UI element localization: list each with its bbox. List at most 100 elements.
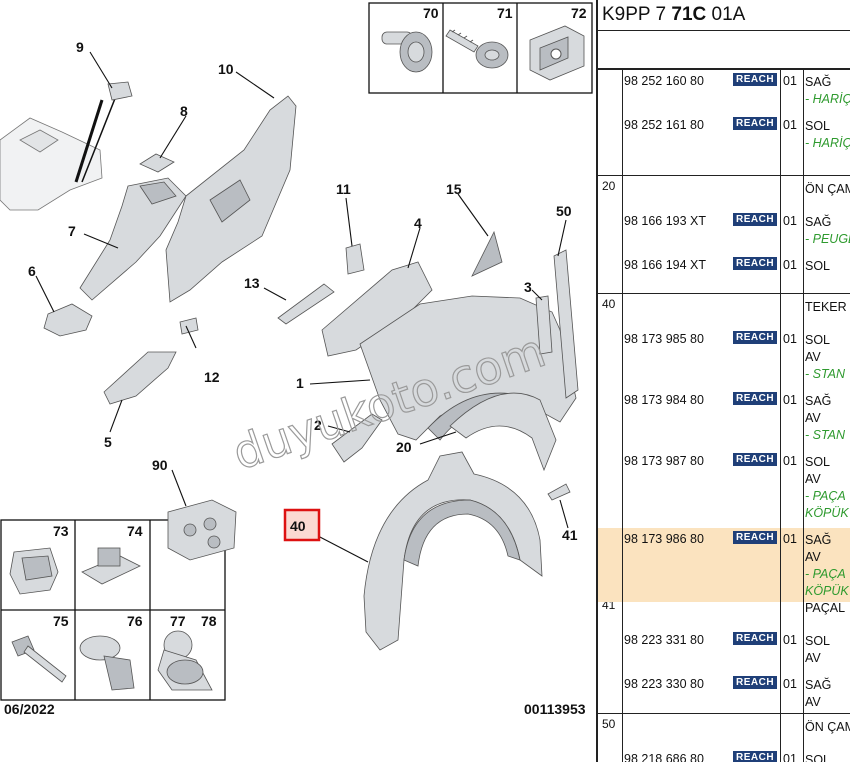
part-13-strip[interactable] bbox=[277, 283, 335, 325]
part-12-clip[interactable] bbox=[179, 317, 199, 335]
part-4-liner[interactable] bbox=[321, 261, 433, 357]
callout-13[interactable]: 13 bbox=[244, 275, 260, 291]
part-number[interactable]: 98 223 330 80 bbox=[624, 677, 704, 691]
part-number[interactable]: 98 173 984 80 bbox=[624, 393, 704, 407]
callout-3[interactable]: 3 bbox=[524, 279, 532, 295]
description-line: SOL bbox=[805, 119, 831, 133]
part-11-bracket[interactable] bbox=[345, 243, 365, 275]
plug-77-icon[interactable] bbox=[157, 630, 213, 691]
callout-4[interactable]: 4 bbox=[414, 215, 422, 231]
part-number[interactable]: 98 218 686 80 bbox=[624, 752, 704, 762]
callout-8[interactable]: 8 bbox=[180, 103, 188, 119]
description-line: - PAÇA bbox=[805, 489, 846, 503]
part-10-apron[interactable] bbox=[165, 95, 297, 303]
callout-1[interactable]: 1 bbox=[296, 375, 304, 391]
table-row[interactable]: ÖN ÇAM bbox=[598, 719, 850, 736]
callout-72[interactable]: 72 bbox=[571, 5, 587, 21]
push-clip-icon[interactable] bbox=[381, 31, 433, 73]
group-ref-number[interactable]: 40 bbox=[602, 297, 616, 311]
parts-group: 20 bbox=[598, 175, 850, 193]
part-number[interactable]: 98 166 193 XT bbox=[624, 214, 707, 228]
callout-71[interactable]: 71 bbox=[497, 5, 513, 21]
part-3-seal[interactable] bbox=[535, 295, 553, 355]
reach-badge: REACH bbox=[733, 73, 778, 86]
callout-70[interactable]: 70 bbox=[423, 5, 439, 21]
callout-20[interactable]: 20 bbox=[396, 439, 412, 455]
callout-74[interactable]: 74 bbox=[127, 523, 143, 539]
part-40-wheel-arch-liner[interactable] bbox=[363, 451, 543, 651]
part-description: PAÇAL bbox=[805, 600, 845, 617]
part-number[interactable]: 98 252 161 80 bbox=[624, 118, 704, 132]
part-number[interactable]: 98 252 160 80 bbox=[624, 74, 704, 88]
group-ref-number[interactable]: 50 bbox=[602, 717, 616, 731]
callout-77[interactable]: 77 bbox=[170, 613, 186, 629]
callout-73[interactable]: 73 bbox=[53, 523, 69, 539]
callout-6[interactable]: 6 bbox=[28, 263, 36, 279]
reach-badge: REACH bbox=[733, 117, 778, 130]
callout-78[interactable]: 78 bbox=[201, 613, 217, 629]
callout-40[interactable]: 40 bbox=[290, 518, 306, 534]
callout-75[interactable]: 75 bbox=[53, 613, 69, 629]
part-9-bracket[interactable] bbox=[107, 81, 133, 101]
callout-5[interactable]: 5 bbox=[104, 434, 112, 450]
part-number[interactable]: 98 223 331 80 bbox=[624, 633, 704, 647]
callout-50[interactable]: 50 bbox=[556, 203, 572, 219]
callout-10[interactable]: 10 bbox=[218, 61, 234, 77]
group-ref-number[interactable]: 20 bbox=[602, 179, 616, 193]
part-90-kit[interactable] bbox=[167, 499, 237, 561]
part-6-bracket[interactable] bbox=[43, 303, 93, 337]
stud-76-icon[interactable] bbox=[79, 635, 135, 691]
screw-icon[interactable] bbox=[445, 29, 509, 69]
part-description: ÖN ÇAM bbox=[805, 719, 850, 736]
part-41-clip[interactable] bbox=[547, 483, 571, 501]
quantity: 01 bbox=[783, 633, 797, 647]
callout-11[interactable]: 11 bbox=[336, 181, 351, 197]
part-number[interactable]: 98 173 987 80 bbox=[624, 454, 704, 468]
callout-9[interactable]: 9 bbox=[76, 39, 84, 55]
table-row[interactable]: TEKER bbox=[598, 299, 850, 316]
callout-40-highlight[interactable]: 40 bbox=[283, 508, 321, 542]
part-2-bracket[interactable] bbox=[331, 413, 383, 463]
bracket-clip-icon[interactable] bbox=[529, 25, 585, 81]
nut-74-icon[interactable] bbox=[81, 547, 141, 585]
part-5-reinforcement[interactable] bbox=[103, 351, 177, 405]
part-7-rail[interactable] bbox=[79, 177, 187, 301]
callout-76[interactable]: 76 bbox=[127, 613, 143, 629]
rivet-75-icon[interactable] bbox=[11, 635, 67, 683]
part-number[interactable]: 98 173 986 80 bbox=[624, 532, 704, 546]
panel-subheader bbox=[598, 31, 850, 70]
part-8-mount[interactable] bbox=[139, 153, 175, 173]
callout-2[interactable]: 2 bbox=[314, 417, 322, 433]
part-20-wheel-arch-trim[interactable] bbox=[449, 392, 557, 472]
description-line: KÖPÜK bbox=[805, 584, 849, 598]
description-line: SAĞ bbox=[805, 75, 832, 89]
clip-73-icon[interactable] bbox=[9, 547, 59, 595]
callout-41[interactable]: 41 bbox=[562, 527, 578, 543]
table-row[interactable]: PAÇAL bbox=[598, 600, 850, 617]
part-50-seal[interactable] bbox=[553, 249, 579, 399]
part-number[interactable]: 98 173 985 80 bbox=[624, 332, 704, 346]
part-15-trim[interactable] bbox=[471, 230, 503, 277]
callout-90[interactable]: 90 bbox=[152, 457, 168, 473]
callout-15[interactable]: 15 bbox=[446, 181, 462, 197]
table-row[interactable]: ÖN ÇAM bbox=[598, 181, 850, 198]
quantity: 01 bbox=[783, 532, 797, 546]
part-number[interactable]: 98 166 194 XT bbox=[624, 258, 707, 272]
callout-12[interactable]: 12 bbox=[204, 369, 220, 385]
callout-7[interactable]: 7 bbox=[68, 223, 76, 239]
table-divider bbox=[803, 68, 804, 762]
